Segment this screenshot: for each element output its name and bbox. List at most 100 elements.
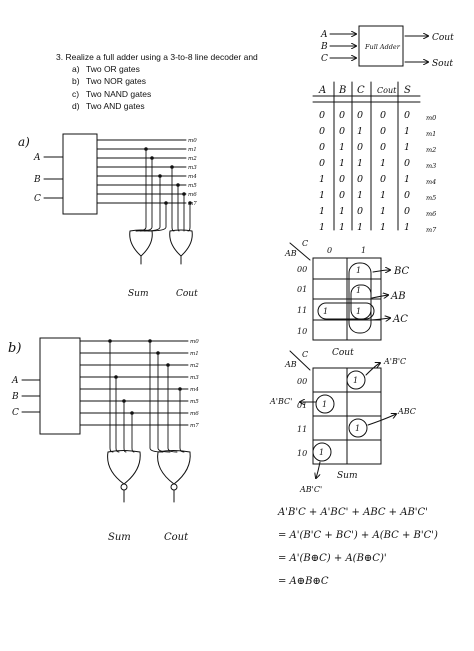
gate-input-wire [149, 340, 164, 453]
part-a-label: a) [18, 135, 30, 149]
truth-table-cell: 1 [380, 222, 386, 233]
svg-text:A: A [318, 85, 326, 96]
truth-table-cell: 1 [357, 190, 363, 201]
truth-table-cell: 0 [357, 110, 363, 121]
decoder-output-label: m4 [190, 387, 199, 393]
svg-text:1: 1 [322, 400, 327, 409]
svg-text:Cout: Cout [377, 86, 397, 95]
gate-input-wire [179, 388, 185, 453]
truth-table-cell: 0 [404, 190, 410, 201]
truth-table-cell: 0 [380, 110, 386, 121]
decoder-output-label: m4 [188, 174, 197, 180]
dec-b-input-a: A [11, 376, 19, 386]
dec-a-input-c: C [34, 194, 41, 204]
nor-gates-b [107, 450, 191, 503]
truth-table-cell: 1 [319, 222, 325, 233]
question-title: 3. Realize a full adder using a 3-to-8 l… [56, 52, 258, 62]
decoder-output-label: m1 [190, 351, 199, 357]
truth-table-cell: 1 [404, 126, 410, 137]
kmap-sum [289, 350, 396, 478]
truth-table-cell: 1 [404, 142, 410, 153]
dec-b-input-b: B [11, 392, 19, 402]
truth-table-cell: 0 [339, 190, 345, 201]
svg-text:1: 1 [361, 246, 366, 255]
truth-table-cell: 0 [380, 174, 386, 185]
kmap-cout-title: Cout [332, 348, 354, 358]
svg-text:10: 10 [297, 327, 307, 336]
kmap-sum-term-1: A'B'C [383, 357, 406, 366]
truth-table-cell: 1 [319, 190, 325, 201]
svg-text:C: C [302, 350, 308, 359]
truth-table-cell: 0 [319, 158, 325, 169]
truth-table-cell: 1 [380, 190, 386, 201]
dec-b-input-c: C [12, 408, 19, 418]
or-gates-a [129, 229, 193, 265]
svg-text:C: C [357, 85, 365, 96]
gate-input-wire [187, 202, 191, 232]
truth-table-cell: 0 [380, 142, 386, 153]
truth-table-minterm: m2 [426, 146, 436, 154]
gate-input-wire [147, 202, 167, 232]
decoder-output-label: m2 [188, 156, 197, 162]
part-a-sum-label: Sum [128, 289, 149, 299]
gate-input-wire [109, 340, 114, 453]
full-adder-block [329, 25, 428, 67]
svg-text:11: 11 [297, 306, 307, 315]
truth-table-cell: 0 [339, 174, 345, 185]
decoder-output-label: m7 [190, 423, 199, 429]
svg-text:00: 00 [297, 377, 307, 386]
derivation-line-1: A'B'C + A'BC' + ABC + AB'C' [277, 507, 428, 518]
fa-input-c: C [321, 54, 328, 64]
truth-table-cell: 1 [380, 206, 386, 217]
gate-input-wire [135, 148, 147, 232]
truth-table-cell: 1 [339, 222, 345, 233]
decoder-output-label: m2 [190, 363, 199, 369]
decoder-output-label: m3 [190, 375, 199, 381]
truth-table-minterm: m6 [426, 210, 436, 218]
gate-input-wire [167, 364, 178, 453]
gate-input-wire [123, 400, 127, 453]
question-block: 3. Realize a full adder using a 3-to-8 l… [56, 51, 258, 112]
truth-table-cell: 0 [357, 206, 363, 217]
part-b-sum-label: Sum [108, 532, 131, 543]
truth-table-header: A B C Cout S [318, 85, 411, 96]
svg-text:1: 1 [323, 307, 328, 316]
svg-text:1: 1 [356, 266, 361, 275]
svg-text:01: 01 [297, 401, 307, 410]
kmap-sum-term-4: AB'C' [299, 485, 322, 494]
kmap-cout-col-var: C [302, 239, 308, 248]
svg-text:00: 00 [297, 265, 307, 274]
truth-table-cell: 0 [339, 110, 345, 121]
fa-input-a: A [320, 30, 328, 40]
decoder-output-label: m1 [188, 147, 197, 153]
part-b-label: b) [8, 341, 21, 356]
decoder-a-output-lines [96, 139, 192, 232]
truth-table-cell: 1 [357, 158, 363, 169]
decoder-b-output-lines [79, 339, 189, 453]
kmap-cout [289, 242, 390, 341]
gate-input-wire [171, 166, 175, 232]
svg-text:AB: AB [284, 360, 297, 369]
dec-a-input-b: B [33, 175, 41, 185]
decoder-output-label: m0 [190, 339, 199, 345]
dec-a-input-a: A [33, 153, 41, 163]
svg-text:1: 1 [355, 424, 360, 433]
svg-text:10: 10 [297, 449, 307, 458]
truth-table-grid [312, 81, 421, 231]
gate-input-wire [157, 352, 171, 453]
truth-table-cell: 1 [380, 158, 386, 169]
option-d: d)Two AND gates [72, 100, 145, 111]
svg-text:1: 1 [356, 307, 361, 316]
truth-table-cell: 0 [404, 110, 410, 121]
decoder-b [21, 337, 81, 435]
svg-text:S: S [404, 85, 411, 96]
fa-title: Full Adder [364, 43, 401, 51]
truth-table-minterm: m3 [426, 162, 436, 170]
truth-table-cell: 1 [339, 206, 345, 217]
option-b: b)Two NOR gates [72, 76, 146, 87]
truth-table-cell: 0 [319, 142, 325, 153]
svg-text:B: B [338, 85, 346, 96]
decoder-output-label: m0 [188, 138, 197, 144]
